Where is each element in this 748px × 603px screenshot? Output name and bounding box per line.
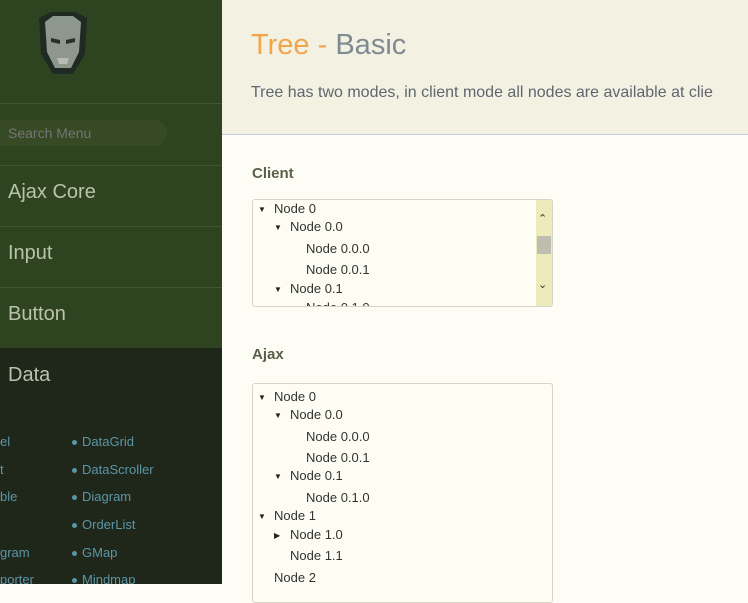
menu-button[interactable]: Button [8,303,66,325]
submenu-item[interactable]: porter [0,572,34,584]
collapse-toggle-icon[interactable]: ▼ [274,223,282,232]
submenu-label: DataGrid [82,434,135,449]
submenu-item[interactable]: Diagram [72,489,131,504]
tree-node[interactable]: Node 0.1.0 [306,300,370,306]
menu-input[interactable]: Input [8,242,53,264]
submenu-item[interactable]: Mindmap [72,572,135,584]
collapse-toggle-icon[interactable]: ▼ [258,205,266,214]
tree-node[interactable]: Node 2 [274,570,316,585]
bullet-icon [72,551,77,557]
bullet-icon [72,468,77,474]
submenu-item[interactable]: t [0,462,4,477]
collapse-toggle-icon[interactable]: ▼ [258,393,266,402]
tree-node[interactable]: Node 0.0.0 [306,241,370,256]
tree-node[interactable]: Node 0.1 [290,281,343,296]
submenu-label: Mindmap [82,572,136,584]
submenu-item[interactable]: DataScroller [72,462,154,477]
scrollbar-thumb[interactable] [537,236,551,254]
submenu-label: Diagram [82,489,132,504]
menu-ajax-core[interactable]: Ajax Core [8,181,96,203]
divider [0,165,222,166]
tree-node[interactable]: Node 0.0.1 [306,450,370,465]
tree-node[interactable]: Node 1.1 [290,548,343,563]
client-heading: Client [252,165,294,182]
page-title: Tree - Basic [251,29,406,62]
data-submenu [0,348,222,584]
title-separator: - [309,29,336,61]
collapse-toggle-icon[interactable]: ▼ [258,512,266,521]
bullet-icon [72,495,77,501]
submenu-item[interactable]: el [0,434,11,449]
tree-node[interactable]: Node 1.0 [290,527,343,542]
bullet-icon [72,440,77,446]
title-component: Tree [251,29,310,61]
scrollbar[interactable]: ⌃ ⌄ [536,200,552,306]
tree-node[interactable]: Node 0.1.0 [306,490,370,505]
search-menu-input[interactable] [0,120,167,146]
submenu-label: DataScroller [82,462,154,477]
bullet-icon [72,523,77,529]
page-header: Tree - Basic Tree has two modes, in clie… [222,0,748,135]
bullet-icon [72,578,77,584]
tree-node[interactable]: Node 0.0.0 [306,429,370,444]
menu-data[interactable]: Data [8,364,51,386]
title-demo: Basic [335,29,407,61]
divider [0,103,222,104]
ajax-heading: Ajax [252,346,284,363]
collapse-toggle-icon[interactable]: ▼ [274,285,282,294]
page-description: Tree has two modes, in client mode all n… [251,84,713,101]
submenu-item[interactable]: OrderList [72,517,135,532]
sidebar: Ajax Core Input Button Data elDataGridtD… [0,0,222,584]
tree-node[interactable]: Node 0 [274,389,316,404]
scroll-up-icon[interactable]: ⌃ [538,213,548,225]
tree-node[interactable]: Node 1 [274,508,316,523]
tree-node[interactable]: Node 0.0 [290,219,343,234]
divider [0,287,222,288]
submenu-label: GMap [82,545,118,560]
scroll-down-icon[interactable]: ⌄ [538,279,548,291]
tree-node[interactable]: Node 0.0 [290,407,343,422]
submenu-item[interactable]: gram [0,545,30,560]
divider [0,226,222,227]
tree-node[interactable]: Node 0 [274,201,316,216]
submenu-item[interactable]: ble [0,489,18,504]
submenu-item[interactable]: DataGrid [72,434,134,449]
submenu-item[interactable]: GMap [72,545,117,560]
submenu-label: OrderList [82,517,136,532]
logo-icon [39,12,87,74]
tree-node[interactable]: Node 0.0.1 [306,262,370,277]
tree-node[interactable]: Node 0.1 [290,468,343,483]
collapse-toggle-icon[interactable]: ▼ [274,472,282,481]
expand-toggle-icon[interactable]: ▶ [274,531,281,540]
collapse-toggle-icon[interactable]: ▼ [274,411,282,420]
